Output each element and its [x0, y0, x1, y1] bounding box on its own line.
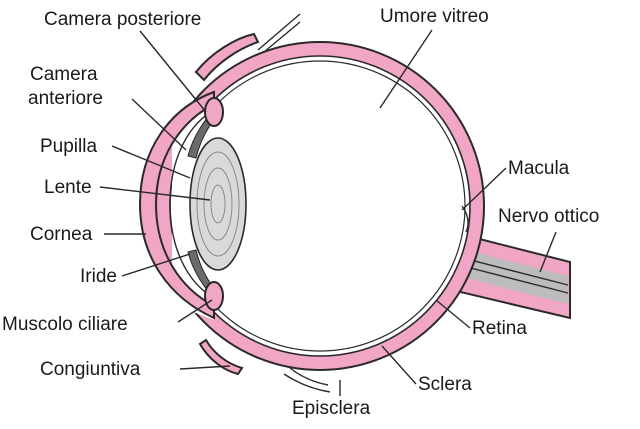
optic-nerve-core — [455, 247, 568, 304]
episclera-lines — [289, 367, 329, 386]
leader-macula — [461, 167, 507, 211]
eyeball — [155, 41, 485, 371]
label-umore-vitreo: Umore vitreo — [380, 6, 489, 27]
upper-conjunctiva-fold — [194, 32, 260, 82]
leader-retina — [435, 299, 471, 329]
label-sclera: Sclera — [418, 374, 472, 395]
leader-pupilla — [111, 145, 191, 179]
leader-umore-vitreo — [379, 29, 433, 109]
label-camera-anteriore-line2: anteriore — [28, 88, 103, 109]
leader-camera-anteriore — [131, 98, 187, 151]
ciliary-body-upper — [204, 97, 224, 127]
iris-upper — [187, 110, 215, 159]
label-pupilla: Pupilla — [40, 136, 97, 157]
lower-conjunctiva-fold — [198, 338, 244, 376]
label-retina: Retina — [472, 318, 527, 339]
anterior-chamber-edge — [169, 109, 215, 299]
label-macula: Macula — [508, 158, 570, 179]
iris-lower — [187, 249, 215, 298]
leader-nervo-ottico — [539, 231, 557, 273]
leader-sclera — [381, 345, 417, 385]
leader-muscolo-ciliare — [177, 299, 213, 323]
label-episclera: Episclera — [292, 398, 371, 419]
label-iride: Iride — [80, 266, 117, 287]
lens — [189, 137, 247, 271]
leader-iride — [121, 253, 191, 277]
label-lente: Lente — [44, 177, 92, 198]
label-cornea: Cornea — [30, 224, 93, 245]
label-congiuntiva: Congiuntiva — [40, 359, 141, 380]
ciliary-body-lower — [204, 281, 224, 311]
label-muscolo-ciliare: Muscolo ciliare — [2, 314, 128, 335]
leader-camera-posteriore — [139, 30, 207, 113]
lens-body — [189, 137, 247, 271]
cornea-shape — [138, 90, 215, 320]
label-camera-anteriore-line1: Camera — [30, 64, 98, 85]
leader-lente — [99, 186, 211, 201]
label-camera-posteriore: Camera posteriore — [44, 9, 201, 30]
leader-congiuntiva — [179, 365, 231, 370]
label-nervo-ottico: Nervo ottico — [498, 206, 599, 227]
